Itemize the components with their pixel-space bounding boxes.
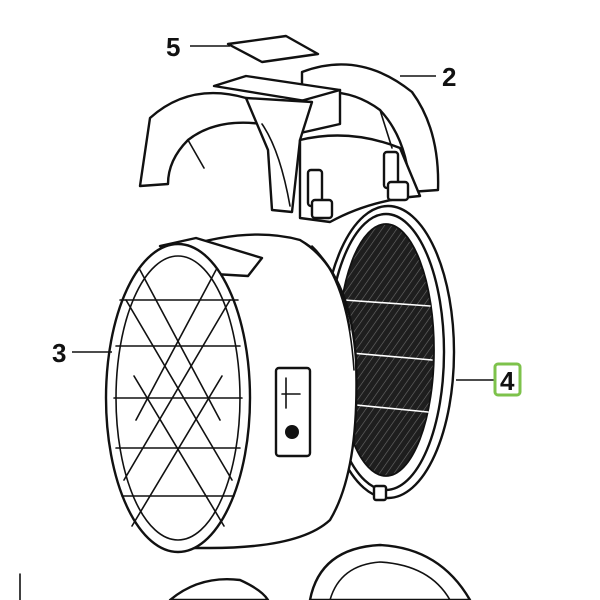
part-2-cover-hood: [138, 63, 440, 224]
filter-face-lattice: [113, 269, 243, 527]
part-3-primary-filter: [104, 233, 358, 554]
callout-5: 5: [166, 32, 180, 62]
callout-4: 4: [500, 366, 515, 396]
latch-left: [306, 168, 334, 220]
housing-partial: [19, 543, 472, 600]
warning-label: [274, 366, 312, 458]
callout-3: 3: [52, 338, 66, 368]
part-4-secondary-filter: [320, 204, 456, 502]
latch-right: [382, 150, 410, 202]
callout-4-highlight-box: [493, 362, 522, 397]
part-5-label-plate: [226, 34, 320, 64]
callout-2: 2: [442, 62, 456, 92]
